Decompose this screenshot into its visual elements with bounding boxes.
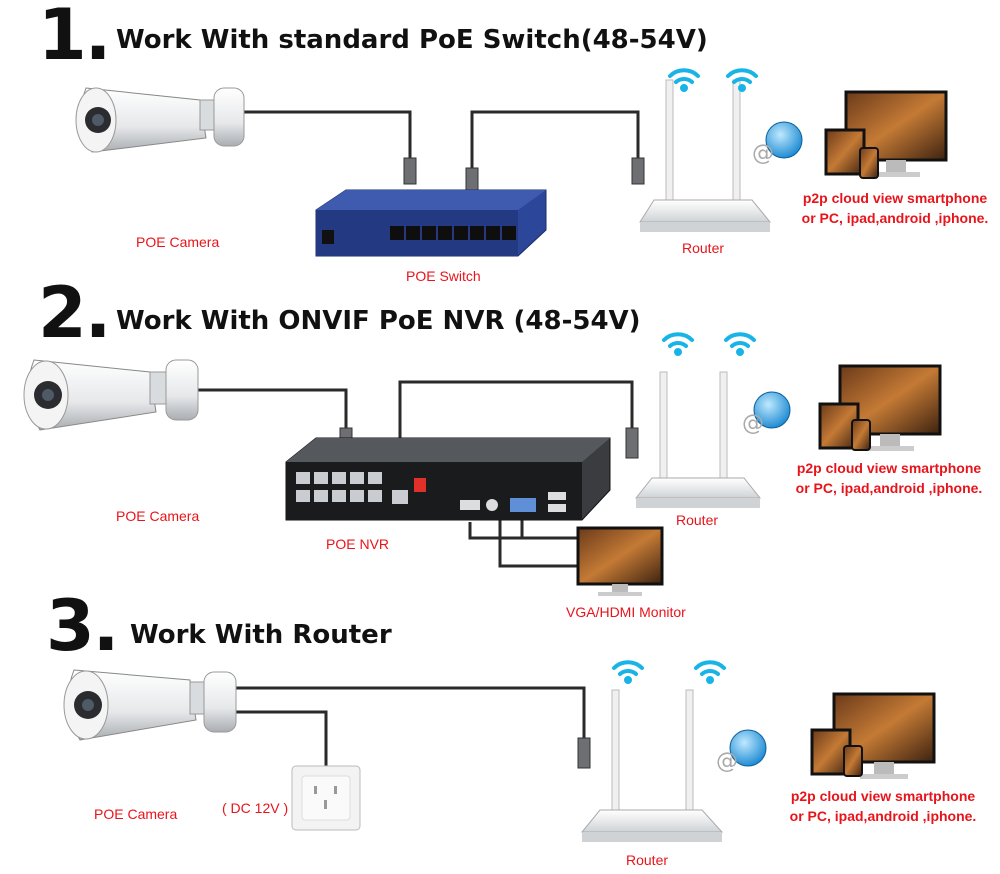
wall-power-socket: [291, 765, 361, 831]
poe-switch-device: [315, 189, 547, 257]
p2p-line-1: p2p cloud view smartphone: [796, 460, 982, 476]
p2p-line-2: or PC, ipad,android ,iphone.: [789, 808, 977, 824]
wifi-icons-3: [612, 660, 726, 684]
wifi-icons-1: [668, 68, 758, 92]
poe-camera-label-3: POE Camera: [94, 806, 178, 822]
router-label-3: Router: [626, 852, 669, 868]
poe-nvr-device: [285, 437, 611, 521]
p2p-line-1: p2p cloud view smartphone: [802, 190, 988, 206]
cloud-globe-3: @: [716, 729, 767, 774]
poe-nvr-label: POE NVR: [326, 536, 390, 552]
p2p-label-1: p2p cloud view smartphone or PC, ipad,an…: [790, 188, 1000, 228]
p2p-line-2: or PC, ipad,android ,iphone.: [795, 480, 983, 496]
p2p-line-2: or PC, ipad,android ,iphone.: [801, 210, 989, 226]
cloud-globe-1: @: [752, 121, 803, 166]
router-3: [580, 689, 724, 842]
poe-switch-label: POE Switch: [406, 268, 481, 284]
cables-section-2: [196, 380, 634, 568]
dc-12v-label: ( DC 12V ): [222, 800, 289, 816]
wifi-icons-2: [662, 332, 756, 356]
poe-camera-2: [23, 359, 199, 431]
poe-camera-label-1: POE Camera: [136, 234, 220, 250]
svg-text:@: @: [716, 749, 738, 774]
section-1-number: 1.: [38, 0, 111, 76]
router-label-1: Router: [682, 240, 725, 256]
cables-section-3: [230, 686, 586, 776]
poe-camera-1: [75, 87, 245, 153]
section-2-title: Work With ONVIF PoE NVR (48-54V): [116, 306, 641, 336]
svg-text:@: @: [742, 411, 764, 436]
rj45-plugs-3: [577, 737, 591, 769]
section-1-title: Work With standard PoE Switch(48-54V): [116, 25, 708, 55]
cables-section-1: [230, 110, 640, 170]
router-2: [634, 371, 762, 508]
p2p-line-1: p2p cloud view smartphone: [790, 788, 976, 804]
router-1: [639, 79, 772, 232]
router-label-2: Router: [676, 512, 719, 528]
client-devices-2: [818, 364, 942, 451]
p2p-label-2: p2p cloud view smartphone or PC, ipad,an…: [784, 458, 994, 498]
poe-camera-3: [63, 669, 237, 741]
p2p-label-3: p2p cloud view smartphone or PC, ipad,an…: [778, 786, 988, 826]
section-3-title: Work With Router: [130, 620, 392, 650]
client-devices-1: [824, 90, 948, 179]
svg-text:@: @: [752, 141, 774, 166]
poe-camera-label-2: POE Camera: [116, 508, 200, 524]
section-3-number: 3.: [46, 585, 119, 667]
vga-hdmi-monitor: [576, 526, 664, 596]
section-2-number: 2.: [38, 272, 111, 354]
rj45-plugs-1: [403, 157, 645, 195]
monitor-label: VGA/HDMI Monitor: [566, 604, 686, 620]
cloud-globe-2: @: [742, 391, 791, 436]
client-devices-3: [810, 692, 936, 779]
